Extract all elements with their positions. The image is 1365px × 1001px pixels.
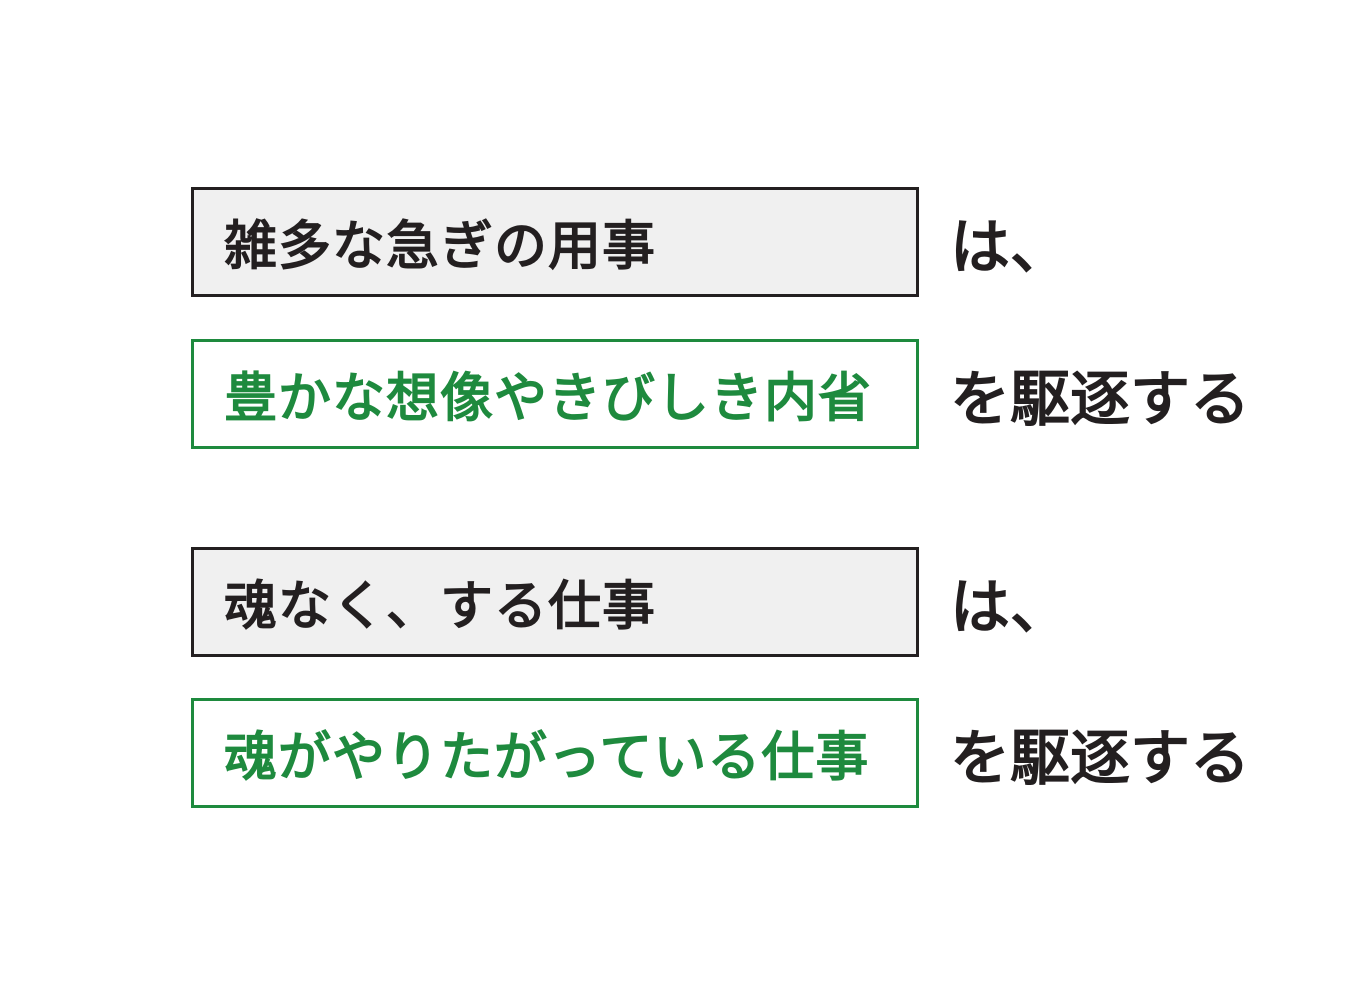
block-2-negative-text: 魂なく、する仕事 — [224, 576, 656, 637]
block-2-positive-text: 魂がやりたがっている仕事 — [224, 727, 870, 788]
block-1-positive-suffix: を駆逐する — [950, 364, 1250, 435]
block-1-positive-box: 豊かな想像やきびしき内省 — [191, 339, 919, 449]
block-1-negative-suffix: は、 — [950, 212, 1070, 283]
block-2-negative-suffix: は、 — [950, 572, 1070, 643]
block-2-positive-box: 魂がやりたがっている仕事 — [191, 698, 919, 808]
block-1-negative-box: 雑多な急ぎの用事 — [191, 187, 919, 297]
block-1-negative-text: 雑多な急ぎの用事 — [224, 216, 656, 277]
block-2-positive-suffix: を駆逐する — [950, 723, 1250, 794]
block-2-negative-box: 魂なく、する仕事 — [191, 547, 919, 657]
block-1-positive-text: 豊かな想像やきびしき内省 — [224, 368, 872, 429]
